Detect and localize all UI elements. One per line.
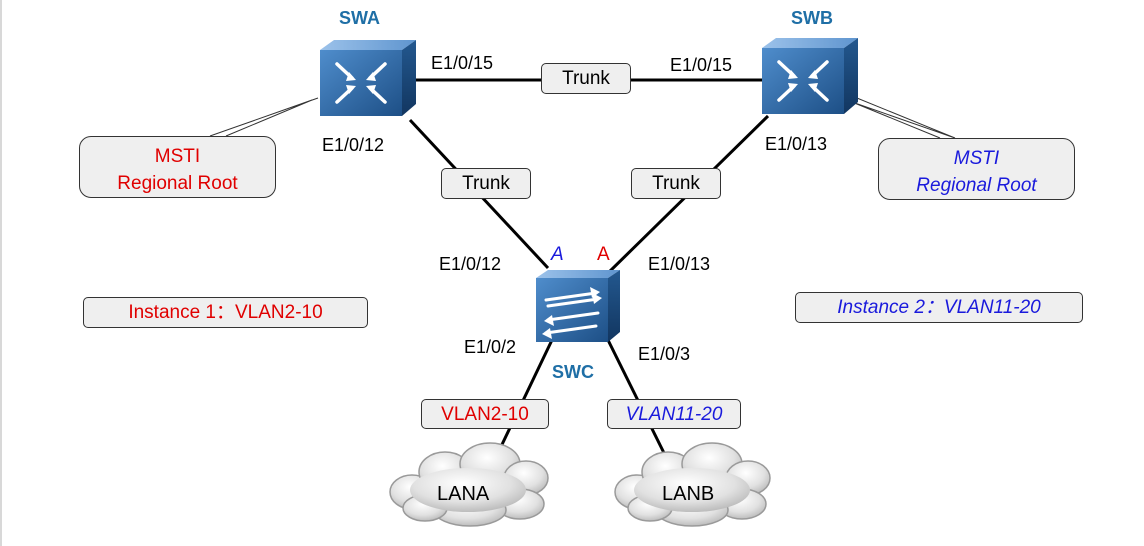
lanb-cloud-icon: [614, 442, 771, 527]
port-swc-e1-0-12: E1/0/12: [439, 254, 502, 274]
msti-regional-root-right: MSTI Regional Root: [878, 138, 1075, 200]
vlan-box-lanb: VLAN11-20: [607, 399, 741, 429]
port-swc-e1-0-13: E1/0/13: [648, 254, 711, 274]
port-swb-e1-0-13: E1/0/13: [765, 134, 828, 154]
swa-label: SWA: [339, 8, 381, 28]
msti-regional-root-left: MSTI Regional Root: [79, 136, 276, 198]
instance-2-box: Instance 2：VLAN11-20: [795, 292, 1083, 323]
callout-swa: [209, 97, 319, 137]
swb-switch-icon: [762, 38, 858, 114]
instance-1-box: Instance 1：VLAN2-10: [83, 297, 368, 328]
left-border: [0, 0, 2, 546]
callout-swb: [851, 95, 956, 139]
lanb-label: LANB: [662, 483, 715, 505]
callout-lines: [209, 95, 956, 139]
root-left-line1: MSTI: [154, 146, 201, 167]
root-left-line2: Regional Root: [117, 173, 238, 194]
trunk-box-left: Trunk: [441, 168, 531, 199]
swc-switch-icon: [536, 270, 620, 342]
port-swb-e1-0-15: E1/0/15: [670, 55, 733, 75]
trunk-box-top: Trunk: [541, 63, 631, 94]
link-swc-lanb: [606, 339, 667, 456]
port-swc-e1-0-3: E1/0/3: [638, 344, 691, 364]
lana-cloud-icon: [389, 442, 549, 527]
port-swc-e1-0-2: E1/0/2: [464, 337, 517, 357]
marker-a-instance2: A: [551, 244, 564, 265]
port-swa-e1-0-15: E1/0/15: [431, 53, 494, 73]
trunk-box-right: Trunk: [631, 168, 721, 199]
root-right-line2: Regional Root: [916, 175, 1037, 196]
lana-label: LANA: [437, 483, 490, 505]
swb-label: SWB: [791, 8, 833, 28]
port-swa-e1-0-12: E1/0/12: [322, 135, 385, 155]
root-right-line1: MSTI: [953, 148, 1000, 169]
swc-label: SWC: [552, 362, 594, 382]
swa-switch-icon: [320, 40, 416, 116]
link-swc-lana: [495, 339, 554, 456]
marker-a-instance1: A: [597, 244, 610, 265]
vlan-box-lana: VLAN2-10: [421, 399, 549, 429]
